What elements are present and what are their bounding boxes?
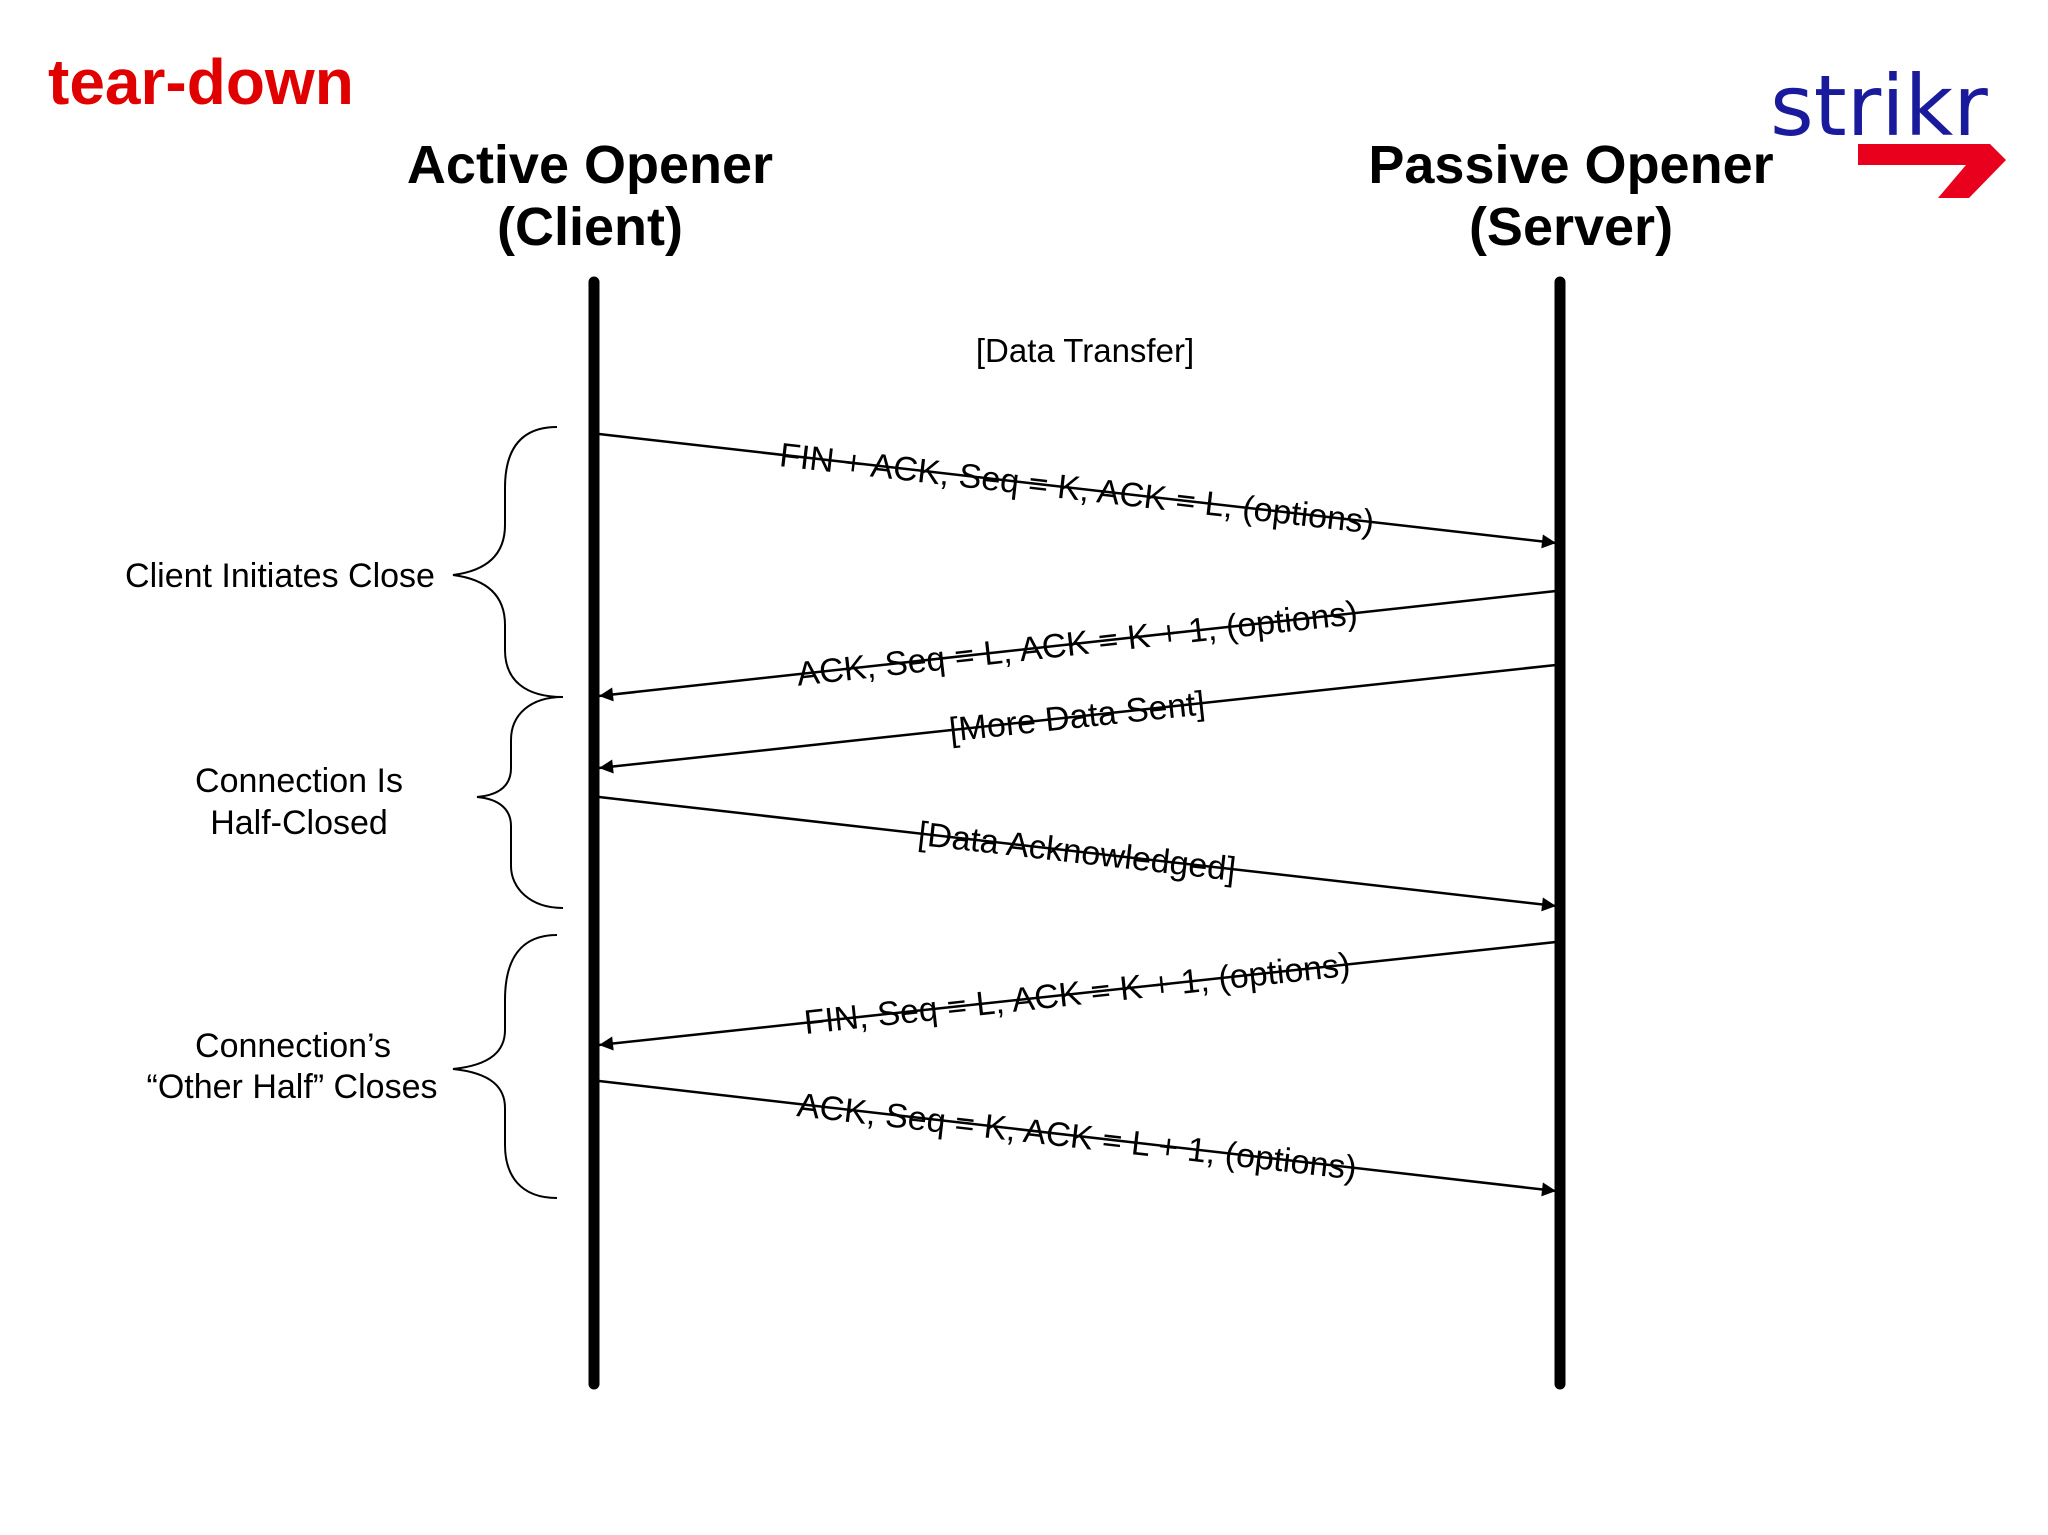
- message-label: FIN + ACK, Seq = K, ACK = L, (options): [778, 436, 1377, 541]
- server-header-line1: Passive Opener: [1368, 135, 1773, 195]
- phase-label: Half-Closed: [210, 804, 388, 842]
- message-arrow: [598, 1079, 1557, 1197]
- brand-logo: strikr: [1770, 57, 2006, 198]
- message-arrow: [598, 795, 1557, 912]
- message-label: [More Data Sent]: [947, 684, 1207, 749]
- client-header-line1: Active Opener: [407, 135, 773, 195]
- message-arrow: [598, 940, 1557, 1051]
- message-label: FIN, Seq = L, ACK = K + 1, (options): [802, 946, 1352, 1042]
- phase-label: Connection’s: [195, 1027, 391, 1065]
- message-label: ACK, Seq = K, ACK = L + 1, (options): [795, 1086, 1359, 1187]
- client-header-line2: (Client): [497, 197, 683, 257]
- server-header-line2: (Server): [1469, 197, 1673, 257]
- message-label: ACK, Seq = L, ACK = K + 1, (options): [795, 594, 1360, 694]
- phase-brace: [476, 696, 564, 909]
- slide-title: tear-down: [48, 46, 354, 118]
- phase-brace: [452, 934, 558, 1199]
- phase-brace: [452, 426, 564, 698]
- message-group: FIN + ACK, Seq = K, ACK = L, (options) A…: [598, 432, 1557, 1197]
- message-arrow: [598, 663, 1557, 774]
- message-arrow: [598, 432, 1557, 549]
- message-arrow: [598, 589, 1557, 702]
- phase-label: “Other Half” Closes: [147, 1068, 438, 1106]
- red-arrow-icon: [1858, 144, 2006, 198]
- brand-name: strikr: [1770, 57, 1988, 155]
- phase-label: Client Initiates Close: [125, 557, 435, 595]
- data-transfer-label: [Data Transfer]: [976, 332, 1194, 369]
- message-label: [Data Acknowledged]: [916, 815, 1238, 889]
- phase-label: Connection Is: [195, 762, 403, 800]
